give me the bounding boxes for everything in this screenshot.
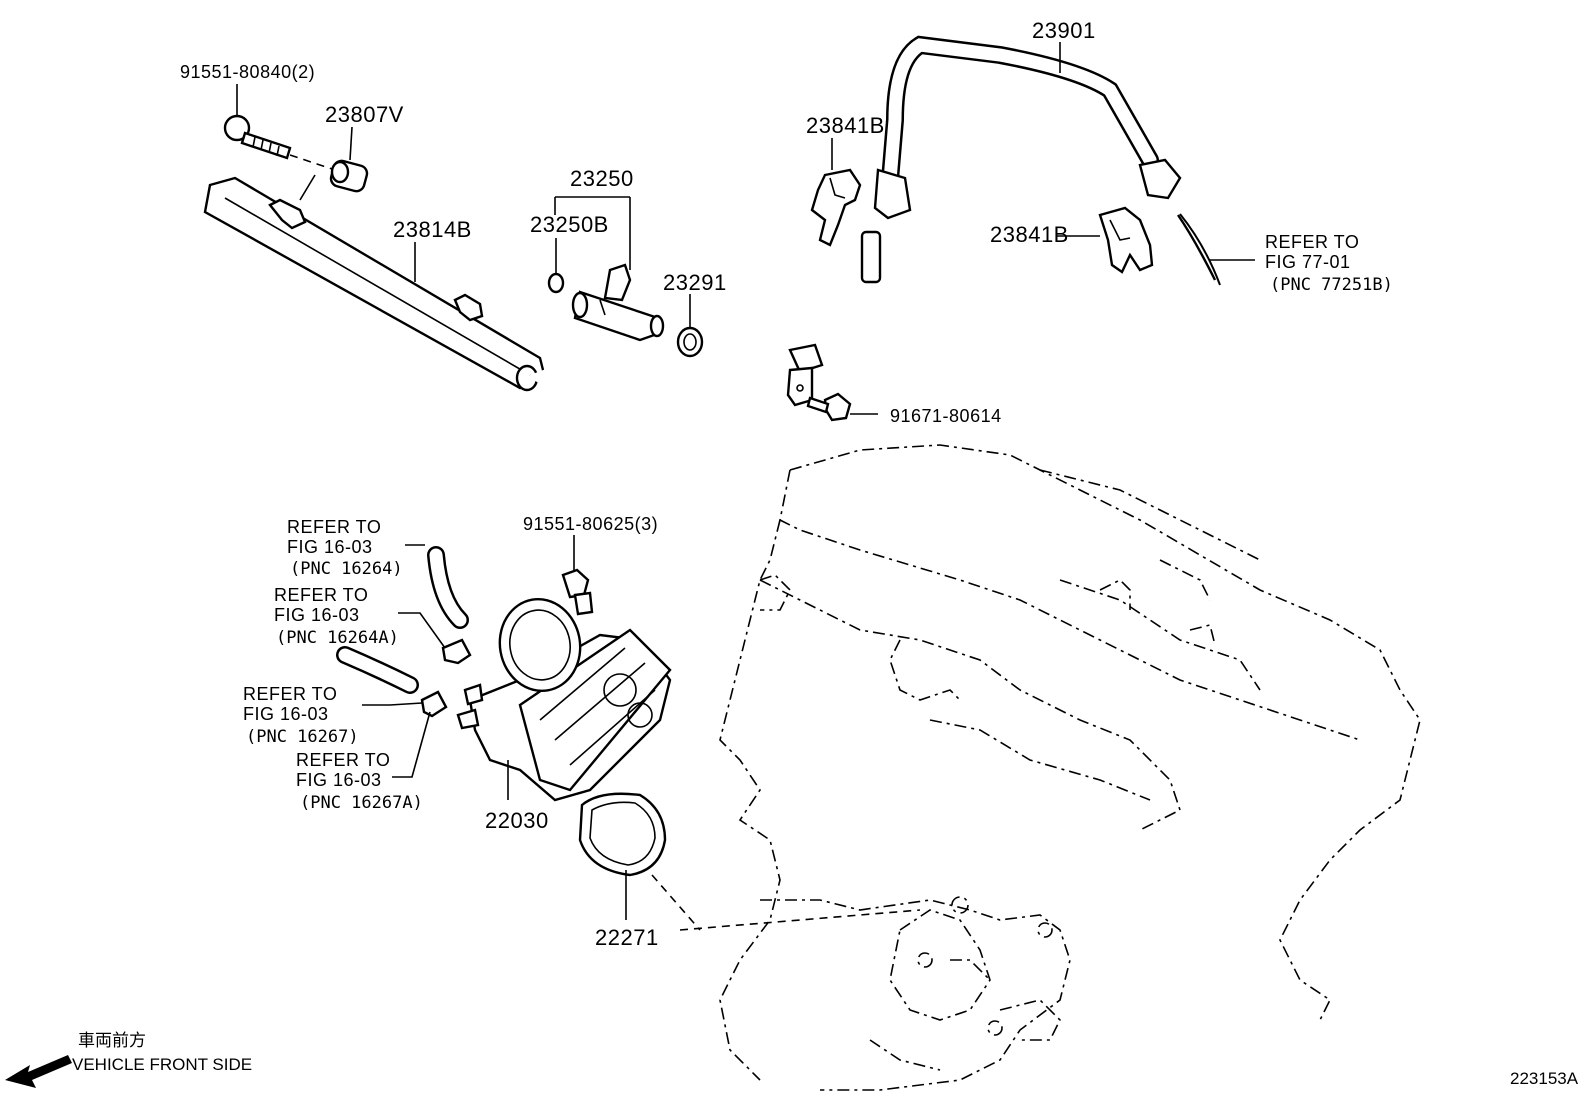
hose-16264	[427, 546, 469, 629]
svg-text:REFER TO: REFER TO	[287, 517, 381, 537]
label-22271: 22271	[595, 925, 659, 950]
svg-text:REFER TO: REFER TO	[1265, 232, 1359, 252]
label-23291: 23291	[663, 270, 727, 295]
throttle-bolt	[561, 535, 594, 616]
figure-code: 223153A	[1510, 1069, 1579, 1088]
label-23250b: 23250B	[530, 212, 609, 237]
fuel-hose	[873, 35, 1221, 286]
svg-text:FIG 77-01: FIG 77-01	[1265, 252, 1351, 272]
fuel-line-tube	[528, 230, 882, 408]
leader-lines	[236, 42, 1255, 800]
label-23841b-left: 23841B	[806, 113, 885, 138]
part-labels: 91551-80840(2) 23807V 23814B 23250 23250…	[180, 18, 1096, 950]
pipe-bolt	[806, 392, 878, 422]
label-23901: 23901	[1032, 18, 1096, 43]
vehicle-front-indicator: 車両前方 VEHICLE FRONT SIDE	[5, 1031, 252, 1088]
label-91551-80625: 91551-80625(3)	[523, 514, 658, 534]
svg-text:FIG 16-03: FIG 16-03	[274, 605, 360, 625]
throttle-body	[456, 597, 672, 802]
svg-text:FIG 16-03: FIG 16-03	[296, 770, 382, 790]
label-22030: 22030	[485, 808, 549, 833]
svg-text:(PNC 16267): (PNC 16267)	[246, 727, 359, 747]
front-label-english: VEHICLE FRONT SIDE	[72, 1055, 252, 1074]
clamp-16264a	[441, 638, 472, 665]
label-23814b: 23814B	[393, 217, 472, 242]
engine-block-outline	[719, 444, 1421, 1091]
svg-text:(PNC 16264A): (PNC 16264A)	[276, 628, 399, 648]
svg-text:REFER TO: REFER TO	[296, 750, 390, 770]
ref-pnc-16267: REFER TO FIG 16-03 (PNC 16267)	[243, 684, 359, 747]
hose-clip-left	[810, 168, 862, 247]
fuel-injector	[571, 263, 665, 342]
ref-pnc-16267a: REFER TO FIG 16-03 (PNC 16267A)	[296, 750, 423, 813]
clamp-16267a	[420, 690, 448, 718]
label-23841b-right: 23841B	[990, 222, 1069, 247]
svg-text:REFER TO: REFER TO	[243, 684, 337, 704]
hose-16267	[336, 646, 419, 694]
hose-clip-right	[1098, 206, 1154, 274]
ref-pnc-16264a: REFER TO FIG 16-03 (PNC 16264A)	[274, 585, 399, 648]
label-91551-80840: 91551-80840(2)	[180, 62, 315, 82]
svg-text:FIG 16-03: FIG 16-03	[243, 704, 329, 724]
svg-text:(PNC 16264): (PNC 16264)	[290, 559, 403, 579]
injector-insulator	[676, 326, 704, 358]
svg-text:FIG 16-03: FIG 16-03	[287, 537, 373, 557]
ref-pnc-16264: REFER TO FIG 16-03 (PNC 16264)	[287, 517, 403, 579]
label-91671-80614: 91671-80614	[890, 406, 1002, 426]
label-23250: 23250	[570, 166, 634, 191]
front-arrow-icon	[5, 1055, 72, 1088]
ref-fig-77-01: REFER TO FIG 77-01 (PNC 77251B)	[1265, 232, 1393, 295]
front-label-japanese: 車両前方	[78, 1031, 146, 1050]
rail-bolt	[223, 114, 336, 171]
reference-notes: REFER TO FIG 77-01 (PNC 77251B) REFER TO…	[243, 232, 1393, 813]
svg-text:REFER TO: REFER TO	[274, 585, 368, 605]
label-23807v: 23807V	[325, 102, 404, 127]
svg-text:(PNC 16267A): (PNC 16267A)	[300, 793, 423, 813]
insulator-part	[329, 159, 369, 193]
svg-text:(PNC 77251B): (PNC 77251B)	[1270, 275, 1393, 295]
delivery-pipe	[203, 174, 547, 392]
o-ring	[547, 272, 565, 294]
throttle-gasket	[578, 792, 667, 920]
